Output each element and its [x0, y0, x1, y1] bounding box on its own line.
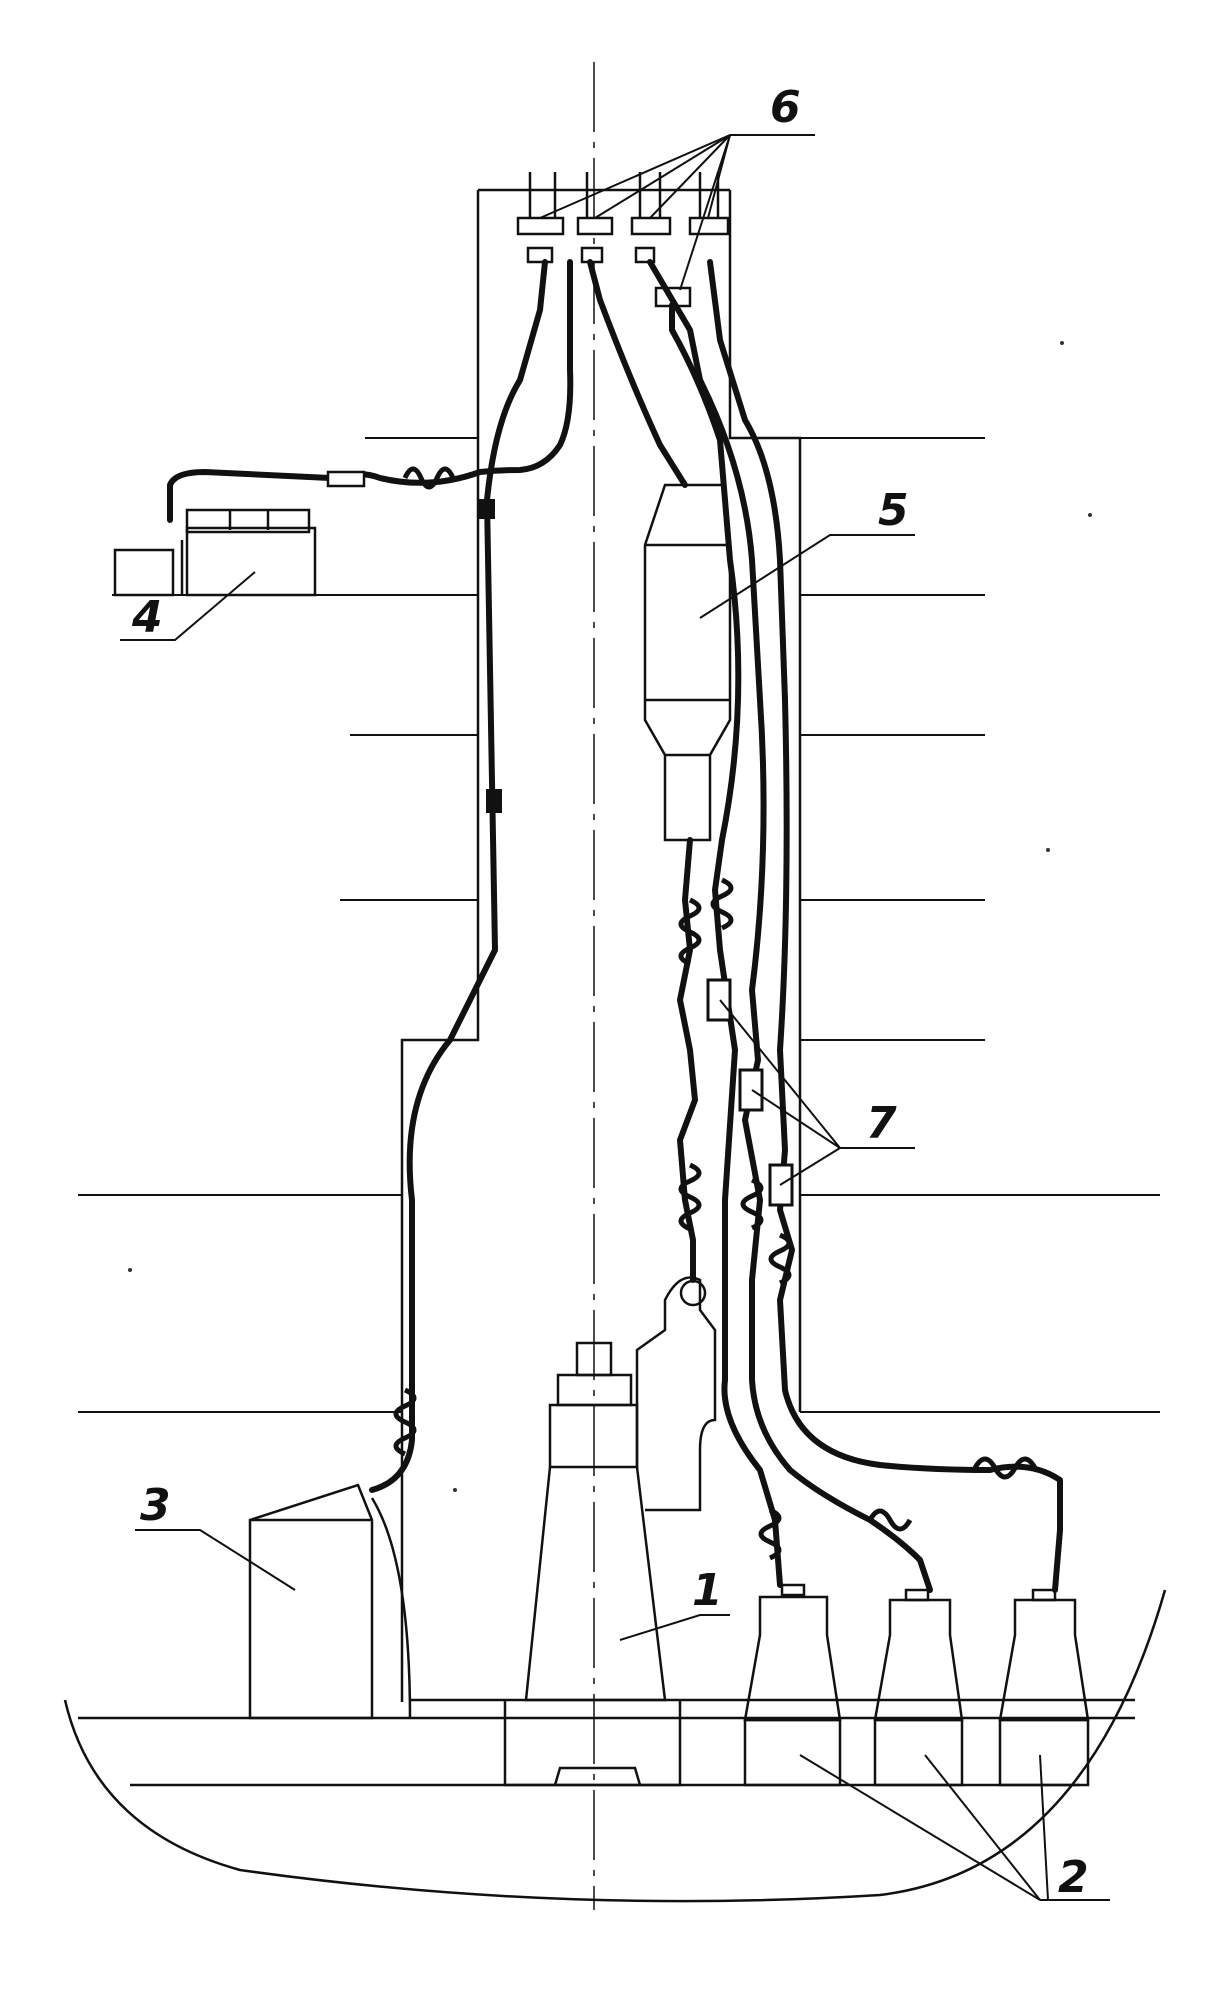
outlet-head [576, 216, 614, 236]
generator-base [743, 1718, 842, 1787]
engine-frame [524, 1466, 667, 1702]
casing [400, 188, 802, 1702]
exhaust-pipe-engine [677, 837, 698, 1283]
leader-lines [120, 134, 1110, 1901]
boiler [248, 1483, 412, 1720]
engine-bedplate [503, 1700, 682, 1787]
leader-6c [649, 134, 731, 219]
callout-3: 3 [140, 1480, 171, 1531]
leader-1 [619, 1614, 730, 1641]
generator-set-3 [998, 1588, 1090, 1787]
generator-base [873, 1718, 964, 1787]
leader-2b [924, 1754, 1041, 1901]
boiler-flue [370, 1497, 412, 1719]
outlet-flange [526, 246, 554, 264]
exhaust-pipe-gen2 [647, 259, 933, 1593]
speck [1088, 513, 1092, 517]
leader-5 [699, 534, 915, 619]
bellow-gen3-low [972, 1456, 1038, 1480]
bellow-gen2-low [867, 1508, 913, 1532]
outlet-head [630, 216, 672, 236]
engine-foundation [553, 1766, 642, 1786]
leader-2c [1039, 1754, 1049, 1901]
callout-2: 2 [1058, 1852, 1089, 1903]
exhaust-pipes [167, 259, 1063, 1593]
bellow-boiler [393, 1387, 417, 1457]
compensator [738, 1068, 764, 1112]
exhaust-pipe-boiler [369, 259, 548, 1493]
leader-7a [719, 999, 841, 1149]
boiler-body [248, 1483, 374, 1720]
silencer [643, 483, 732, 842]
pipe-fittings [479, 499, 502, 813]
speck [1060, 341, 1064, 345]
callout-6: 6 [770, 82, 801, 133]
bellow-engine-2 [678, 1162, 702, 1232]
main-engine [503, 1276, 717, 1787]
scan-specks [128, 341, 1092, 1492]
bellow-gen1 [710, 877, 734, 931]
generator-cap [904, 1588, 930, 1602]
outlet-head [516, 216, 565, 236]
generator-cap [780, 1583, 806, 1597]
casing-left-wall [400, 190, 480, 1702]
outlet-flange [634, 246, 656, 264]
bellow-engine-1 [678, 897, 702, 967]
callout-5: 5 [878, 485, 909, 536]
leader-6e [679, 134, 731, 291]
bellow-gen2 [740, 1177, 764, 1231]
speck [128, 1268, 132, 1272]
exhaust-pipe-gen1 [669, 302, 783, 1588]
speck [1046, 848, 1050, 852]
aux-main-box [185, 526, 317, 597]
compensators [706, 978, 794, 1207]
aux-top-box [185, 508, 311, 534]
callout-1: 1 [692, 1565, 723, 1616]
generator-base [998, 1718, 1090, 1787]
generator-set-2 [873, 1588, 964, 1787]
exhaust-pipe-engine-upper [587, 259, 688, 488]
bellow-gen1-low [758, 1507, 782, 1561]
hull-outline [63, 1589, 1167, 1903]
generator-body [873, 1598, 964, 1722]
exhaust-pipe-aux [167, 259, 574, 523]
generator-body [998, 1598, 1090, 1722]
bellow-aux [402, 466, 456, 490]
callout-4: 4 [131, 592, 163, 643]
callout-7: 7 [866, 1098, 897, 1149]
bellows [393, 466, 1038, 1561]
auxiliary-unit [113, 508, 317, 597]
exhaust-pipe-gen3 [707, 259, 1063, 1593]
speck [453, 1488, 457, 1492]
leader-3 [135, 1529, 296, 1591]
outlet-head [688, 216, 730, 236]
fitting [486, 789, 502, 813]
aux-pipe-fitting [326, 470, 366, 488]
callout-labels: 1 2 3 4 5 6 7 [131, 82, 1089, 1903]
leader-6a [539, 134, 731, 219]
engine-eye-ring [679, 1279, 707, 1307]
silencer-body [643, 483, 732, 842]
generator-cap [1031, 1588, 1057, 1602]
engine-side-casing [635, 1276, 717, 1512]
generator-set-1 [743, 1583, 842, 1787]
compensator [706, 978, 732, 1022]
casing-right-wall [728, 190, 802, 1412]
aux-small-box [113, 548, 175, 597]
leader-2a [799, 1754, 1041, 1901]
bellow-gen3 [768, 1232, 792, 1286]
fitting [479, 499, 495, 519]
generator-body [743, 1595, 842, 1722]
leader-7c [779, 1147, 841, 1186]
leader-6b [594, 134, 731, 219]
leader-4 [120, 571, 256, 641]
leader-7b [751, 1089, 841, 1149]
